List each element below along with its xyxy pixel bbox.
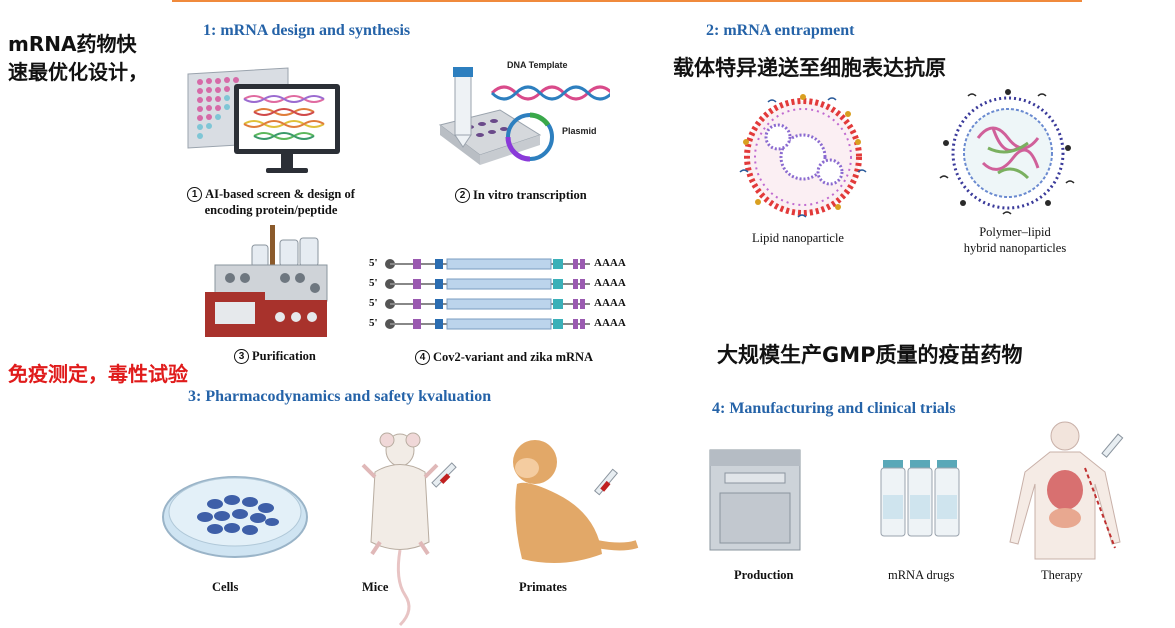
annotation-design-line1: mRNA药物快 bbox=[8, 32, 137, 56]
hybrid-nanoparticle-icon bbox=[939, 89, 1075, 215]
step-1-badge: 1 bbox=[187, 187, 203, 202]
mrna-drugs-vials-icon bbox=[880, 460, 960, 537]
step-3-badge: 3 bbox=[234, 349, 249, 364]
five-prime-label: 5' bbox=[369, 277, 378, 289]
primate-icon bbox=[513, 440, 639, 563]
hybrid-caption-line2: hybrid nanoparticles bbox=[963, 241, 1067, 255]
ai-caption-line2: encoding protein/peptide bbox=[204, 203, 338, 217]
purification-illustration bbox=[205, 225, 328, 337]
annotation-design-line2: 速最优化设计， bbox=[8, 60, 148, 84]
purification-text: Purification bbox=[252, 349, 316, 363]
section-1-title: 1: mRNA design and synthesis bbox=[203, 22, 411, 39]
mrna-construct-row: 5' AAAA bbox=[369, 316, 629, 332]
five-prime-label: 5' bbox=[369, 257, 378, 269]
poly-a-label: AAAA bbox=[594, 317, 626, 329]
primates-caption: Primates bbox=[519, 580, 567, 594]
poly-a-label: AAAA bbox=[594, 277, 626, 289]
annotation-immune-toxicity: 免疫测定，毒性试验 bbox=[8, 362, 188, 386]
mrna-construct-icon bbox=[385, 278, 590, 290]
mrna-construct-icon bbox=[385, 298, 590, 310]
plasmid-label: Plasmid bbox=[562, 126, 597, 136]
five-prime-label: 5' bbox=[369, 317, 378, 329]
therapy-human-icon bbox=[1009, 421, 1124, 560]
mice-caption: Mice bbox=[362, 580, 389, 594]
five-prime-label: 5' bbox=[369, 297, 378, 309]
mrna-construct-icon bbox=[385, 318, 590, 330]
mrna-drugs-caption: mRNA drugs bbox=[888, 568, 955, 582]
hybrid-caption: Polymer–lipid hybrid nanoparticles bbox=[940, 224, 1090, 256]
lnp-caption: Lipid nanoparticle bbox=[752, 231, 844, 245]
section-4-title: 4: Manufacturing and clinical trials bbox=[712, 400, 956, 417]
lipid-nanoparticle-icon bbox=[739, 94, 867, 218]
ivt-caption-text: In vitro transcription bbox=[473, 188, 587, 202]
step-4-badge: 4 bbox=[415, 350, 430, 365]
mrna-construct-list: 5' AAAA 5' AAAA 5' AAAA 5' bbox=[369, 256, 629, 336]
cells-caption: Cells bbox=[212, 580, 239, 594]
cov2-zika-text: Cov2-variant and zika mRNA bbox=[433, 350, 594, 364]
production-caption: Production bbox=[734, 568, 794, 582]
annotation-carrier: 载体特异递送至细胞表达抗原 bbox=[673, 56, 946, 80]
top-accent-line bbox=[172, 0, 1082, 2]
poly-a-label: AAAA bbox=[594, 257, 626, 269]
mrna-construct-row: 5' AAAA bbox=[369, 256, 629, 272]
dna-template-label: DNA Template bbox=[507, 60, 568, 70]
mrna-construct-row: 5' AAAA bbox=[369, 276, 629, 292]
hybrid-caption-line1: Polymer–lipid bbox=[979, 225, 1051, 239]
section-3-title: 3: Pharmacodynamics and safety kvaluatio… bbox=[188, 388, 492, 405]
mrna-construct-row: 5' AAAA bbox=[369, 296, 629, 312]
mrna-construct-icon bbox=[385, 258, 590, 270]
mouse-icon bbox=[361, 432, 457, 627]
therapy-caption: Therapy bbox=[1041, 568, 1083, 582]
poly-a-label: AAAA bbox=[594, 297, 626, 309]
ai-design-illustration bbox=[187, 67, 340, 173]
step-2-badge: 2 bbox=[455, 188, 470, 203]
cells-dish-icon bbox=[162, 476, 308, 558]
annotation-gmp: 大规模生产GMP质量的疫苗药物 bbox=[717, 343, 1023, 367]
ivt-illustration bbox=[438, 67, 610, 165]
section-2-title: 2: mRNA entrapment bbox=[706, 22, 855, 39]
ai-caption-line1: AI-based screen & design of bbox=[205, 187, 355, 201]
production-machine-icon bbox=[709, 449, 801, 551]
